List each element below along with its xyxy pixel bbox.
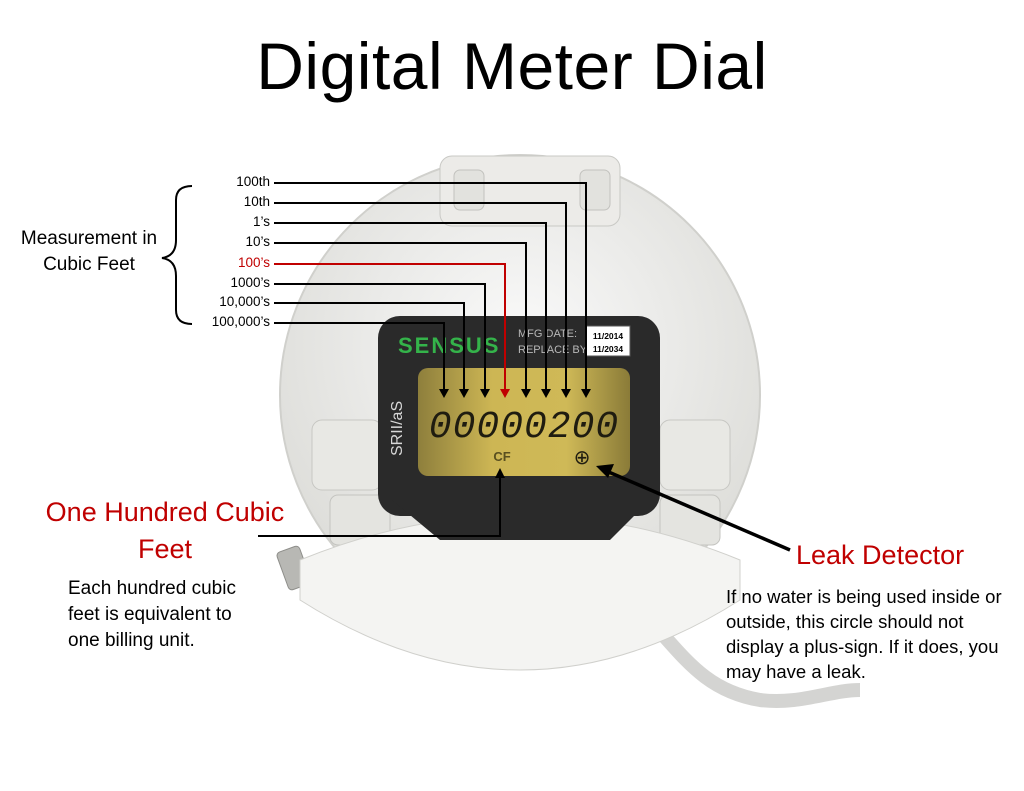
mfg-date: 11/2014 (593, 331, 624, 341)
meter-right-tab (660, 420, 730, 490)
leak-indicator-icon: ⊕ (574, 445, 591, 469)
replace-date: 11/2034 (593, 344, 624, 354)
leak-detector-description: If no water is being used inside or outs… (726, 584, 1024, 684)
leak-detector-title: Leak Detector (796, 540, 964, 571)
digit-label: 10th (180, 194, 270, 209)
meter-model: SRII/aS (389, 401, 406, 456)
page-title: Digital Meter Dial (0, 28, 1024, 104)
digit-label: 10,000’s (180, 294, 270, 309)
digit-label: 100,000’s (180, 314, 270, 329)
measurement-label: Measurement in Cubic Feet (14, 226, 164, 278)
digit-label: 100th (180, 174, 270, 189)
hundred-cubic-feet-title: One Hundred Cubic Feet (40, 494, 290, 568)
lcd-unit: CF (493, 449, 510, 464)
digit-label: 1000’s (180, 275, 270, 290)
meter-left-tab (312, 420, 382, 490)
replace-label: REPLACE BY: (518, 344, 590, 356)
digit-label: 10’s (180, 234, 270, 249)
lcd-reading: 00000200 (429, 406, 619, 449)
digit-label: 100’s (180, 255, 270, 270)
hundred-cubic-feet-description: Each hundred cubic feet is equivalent to… (68, 576, 268, 654)
digit-label: 1’s (180, 214, 270, 229)
